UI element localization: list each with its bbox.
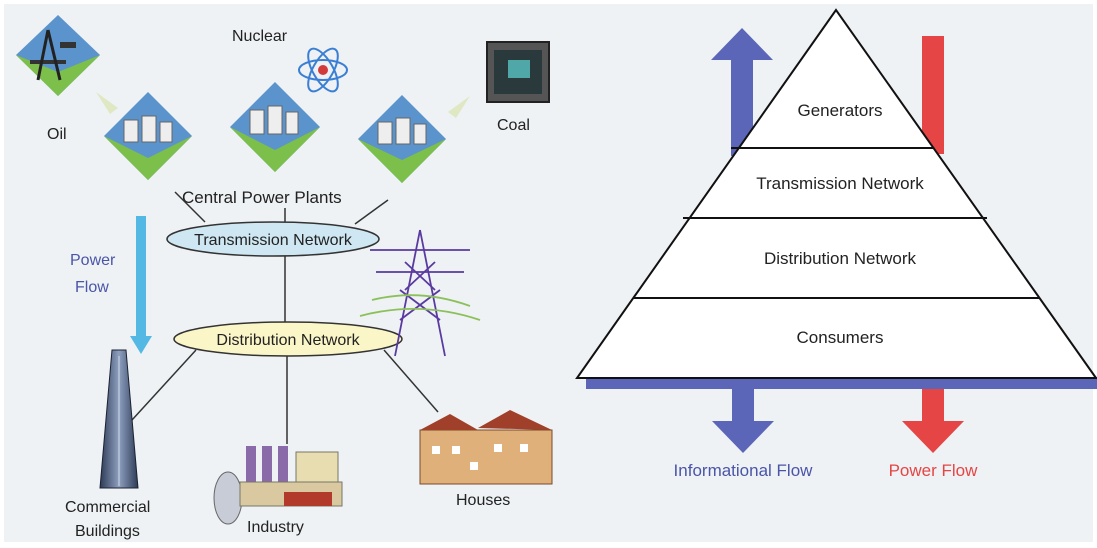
plant-connector-left xyxy=(174,191,206,223)
transmission-network-node xyxy=(166,221,380,257)
atom-icon xyxy=(298,47,348,93)
informational-flow-up-arrow xyxy=(711,28,773,156)
distribution-to-houses-line xyxy=(383,349,439,413)
commercial-label-line2: Buildings xyxy=(75,523,140,540)
power-plant-icon-left xyxy=(104,92,192,180)
pyramid-level-transmission: Transmission Network xyxy=(756,174,924,193)
distribution-to-commercial-line xyxy=(131,349,197,421)
distribution-network-node xyxy=(173,321,403,357)
distribution-network-label: Distribution Network xyxy=(216,332,360,349)
informational-flow-label: Informational Flow xyxy=(674,461,814,480)
pyramid-base-shadow xyxy=(586,377,1097,389)
power-flow-down-arrow xyxy=(902,389,964,453)
power-flow-label-line1: Power xyxy=(70,252,116,269)
pyramid xyxy=(575,8,1097,379)
houses-label: Houses xyxy=(456,492,510,509)
coal-arrow xyxy=(448,96,470,118)
industry-label: Industry xyxy=(247,519,304,536)
coal-label: Coal xyxy=(497,117,530,134)
nuclear-label: Nuclear xyxy=(232,28,288,45)
pyramid-level-consumers: Consumers xyxy=(797,328,884,347)
power-flow-label: Power Flow xyxy=(889,461,979,480)
power-flow-bar xyxy=(922,36,944,154)
industry-icon xyxy=(213,446,343,525)
informational-flow-down-arrow xyxy=(712,389,774,453)
oil-arrow xyxy=(96,92,118,114)
pyramid-level-generators: Generators xyxy=(797,101,882,120)
power-plant-icon-center xyxy=(230,82,320,172)
transmission-network-label: Transmission Network xyxy=(194,232,353,249)
power-flow-label-line2: Flow xyxy=(75,279,109,296)
plant-connector-right xyxy=(354,199,389,225)
houses-icon xyxy=(419,410,553,485)
oil-derrick-icon xyxy=(16,15,100,96)
central-plants-label: Central Power Plants xyxy=(182,188,342,207)
coal-icon xyxy=(486,41,550,103)
transmission-tower-icon xyxy=(359,229,481,357)
commercial-label-line1: Commercial xyxy=(65,499,150,516)
power-plant-icon-right xyxy=(358,95,446,183)
power-flow-arrow xyxy=(130,216,152,354)
pyramid-level-distribution: Distribution Network xyxy=(764,249,917,268)
oil-label: Oil xyxy=(47,126,67,143)
commercial-building-icon xyxy=(99,349,139,489)
